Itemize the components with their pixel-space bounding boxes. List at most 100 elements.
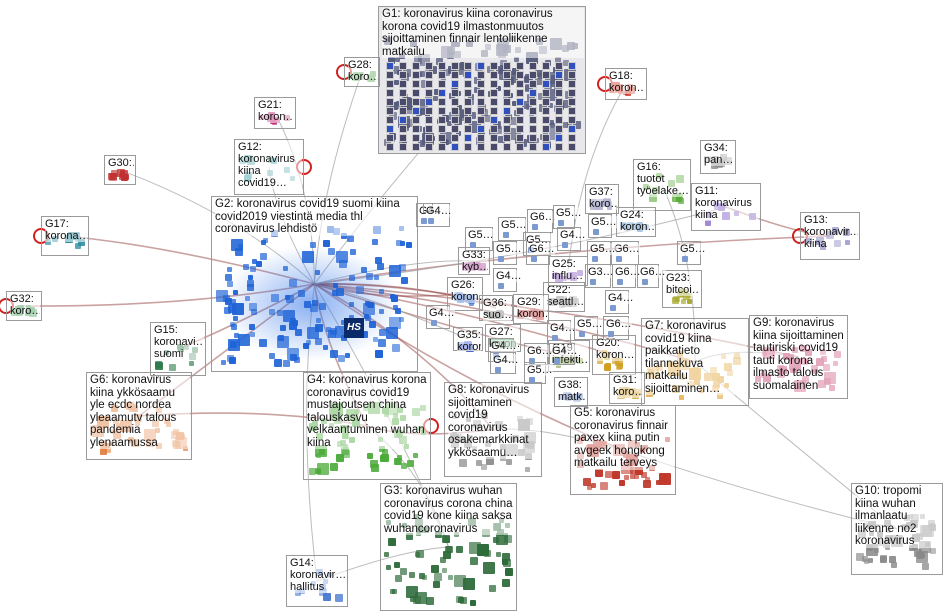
node-g2[interactable] <box>233 333 239 339</box>
small-group-box[interactable]: G4… <box>493 268 522 292</box>
g1-node-tile[interactable] <box>477 125 485 133</box>
g1-node-tile[interactable] <box>477 71 485 79</box>
g1-node-tile[interactable] <box>516 62 524 70</box>
node-g2[interactable] <box>378 308 384 314</box>
node-g3[interactable] <box>393 562 400 569</box>
node-g2[interactable] <box>235 247 244 256</box>
small-group-node[interactable] <box>503 232 509 238</box>
g1-node-tile[interactable] <box>386 71 394 79</box>
node-g1[interactable] <box>566 122 572 128</box>
g1-node-tile[interactable] <box>425 125 433 133</box>
g1-node-tile[interactable] <box>490 71 498 79</box>
node-g2[interactable] <box>379 289 385 295</box>
node-g20[interactable] <box>603 363 611 371</box>
g1-node-tile[interactable] <box>425 134 433 142</box>
small-group-node[interactable] <box>579 331 585 337</box>
node-g7[interactable] <box>678 395 684 401</box>
g1-node-tile[interactable] <box>386 134 394 142</box>
g1-node-tile[interactable] <box>516 125 524 133</box>
node-g8[interactable] <box>506 458 513 465</box>
node-g1[interactable] <box>550 123 556 129</box>
node-g1[interactable] <box>495 85 501 91</box>
node-g2[interactable] <box>289 278 298 287</box>
small-group-node[interactable] <box>529 358 535 364</box>
g1-node-tile[interactable] <box>503 89 511 97</box>
node-g3[interactable] <box>439 557 446 564</box>
node-g2[interactable] <box>330 349 339 358</box>
group-box-g15[interactable]: G15: koronavi… suomi <box>150 322 206 376</box>
node-g2[interactable] <box>224 297 232 305</box>
g1-node-tile[interactable] <box>438 89 446 97</box>
small-group-node[interactable] <box>610 305 616 311</box>
node-g2[interactable] <box>306 339 312 345</box>
g1-node-tile[interactable] <box>438 62 446 70</box>
node-g20[interactable] <box>597 358 604 365</box>
node-g3[interactable] <box>395 574 403 582</box>
g1-node-tile[interactable] <box>516 89 524 97</box>
g1-node-tile[interactable] <box>516 143 524 151</box>
node-g5[interactable] <box>594 468 603 477</box>
node-g1[interactable] <box>420 107 428 115</box>
g1-node-tile[interactable] <box>503 116 511 124</box>
g1-node-tile[interactable] <box>464 107 472 115</box>
node-g1[interactable] <box>508 116 517 125</box>
g1-node-tile[interactable] <box>464 143 472 151</box>
node-g2[interactable] <box>306 327 319 340</box>
g1-node-tile[interactable] <box>568 107 576 115</box>
node-g1[interactable] <box>473 86 480 93</box>
node-g10[interactable] <box>868 558 874 564</box>
node-g3[interactable] <box>430 564 439 573</box>
node-g5[interactable] <box>624 475 630 481</box>
small-group-box[interactable]: G3… <box>585 264 614 288</box>
g1-node-tile[interactable] <box>386 116 394 124</box>
g1-node-tile[interactable] <box>503 134 511 142</box>
small-group-node[interactable] <box>529 377 535 383</box>
node-g2[interactable] <box>309 304 318 313</box>
g1-node-tile[interactable] <box>555 71 563 79</box>
node-g3[interactable] <box>447 575 453 581</box>
g1-node-tile[interactable] <box>438 134 446 142</box>
g1-node-tile[interactable] <box>542 107 550 115</box>
node-g30[interactable] <box>120 173 128 181</box>
node-g1[interactable] <box>401 94 408 101</box>
g1-node-tile[interactable] <box>568 62 576 70</box>
small-group-box[interactable]: G4… <box>423 203 452 224</box>
g1-node-tile[interactable] <box>399 89 407 97</box>
node-g2[interactable] <box>366 302 373 309</box>
node-g3[interactable] <box>470 599 477 606</box>
node-g2[interactable] <box>274 359 283 368</box>
g1-node-tile[interactable] <box>490 80 498 88</box>
node-g2[interactable] <box>268 352 275 359</box>
node-g4[interactable] <box>336 453 345 462</box>
node-g2[interactable] <box>302 342 309 349</box>
g1-node-tile[interactable] <box>568 143 576 151</box>
node-g1[interactable] <box>477 129 485 137</box>
small-group-node[interactable] <box>642 279 648 285</box>
node-g2[interactable] <box>312 299 319 306</box>
node-g4[interactable] <box>370 463 379 472</box>
g1-node-tile[interactable] <box>516 134 524 142</box>
node-g2[interactable] <box>323 239 331 247</box>
node-g3[interactable] <box>441 567 447 573</box>
node-g2[interactable] <box>386 326 399 339</box>
g1-node-tile[interactable] <box>438 107 446 115</box>
node-g5[interactable] <box>655 480 661 486</box>
g1-node-tile[interactable] <box>568 89 576 97</box>
node-g5[interactable] <box>630 474 636 480</box>
node-g3[interactable] <box>390 539 397 546</box>
g1-node-tile[interactable] <box>555 62 563 70</box>
g1-node-tile[interactable] <box>477 62 485 70</box>
g1-node-tile[interactable] <box>438 98 446 106</box>
g1-node-tile[interactable] <box>464 116 472 124</box>
node-g26[interactable] <box>469 300 475 306</box>
g1-node-tile[interactable] <box>412 98 420 106</box>
node-g2[interactable] <box>238 334 251 347</box>
g1-node-tile[interactable] <box>451 116 459 124</box>
node-g3[interactable] <box>502 558 511 567</box>
small-group-box[interactable]: G6… <box>526 241 555 265</box>
node-g1[interactable] <box>441 139 448 146</box>
node-g2[interactable] <box>375 350 384 359</box>
node-g1[interactable] <box>524 73 533 82</box>
g1-node-tile[interactable] <box>412 71 420 79</box>
node-g4[interactable] <box>397 455 403 461</box>
